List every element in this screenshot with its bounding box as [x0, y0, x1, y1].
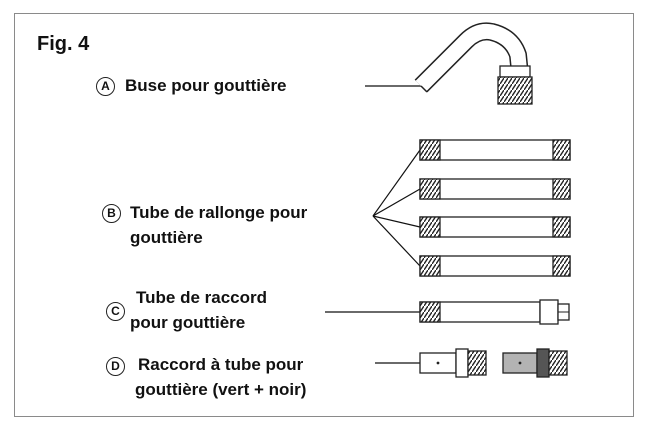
label-a-line1: Buse pour gouttière: [125, 76, 287, 95]
badge-c: C: [106, 302, 125, 321]
connector-green: [419, 348, 487, 378]
label-c-line2: pour gouttière: [130, 313, 246, 332]
extension-tube-4: [419, 255, 571, 277]
gutter-nozzle: [414, 22, 533, 105]
extension-tube-2: [419, 178, 571, 200]
badge-b: B: [102, 204, 121, 223]
leader-lines-b: [372, 149, 421, 267]
connector-black: [502, 348, 568, 378]
figure-frame: [14, 13, 634, 417]
label-b-line2: gouttière: [130, 228, 203, 247]
connection-tube: [419, 299, 570, 325]
extension-tube-1: [419, 139, 571, 161]
badge-d: D: [106, 357, 125, 376]
label-d-line2: gouttière (vert + noir): [135, 380, 307, 399]
label-b-line1: Tube de rallonge pour: [130, 203, 308, 222]
label-c-line1: Tube de raccord: [136, 288, 267, 307]
figure-title: Fig. 4: [37, 33, 90, 55]
extension-tube-3: [419, 216, 571, 238]
label-d-line1: Raccord à tube pour: [138, 355, 304, 374]
badge-a: A: [96, 77, 115, 96]
